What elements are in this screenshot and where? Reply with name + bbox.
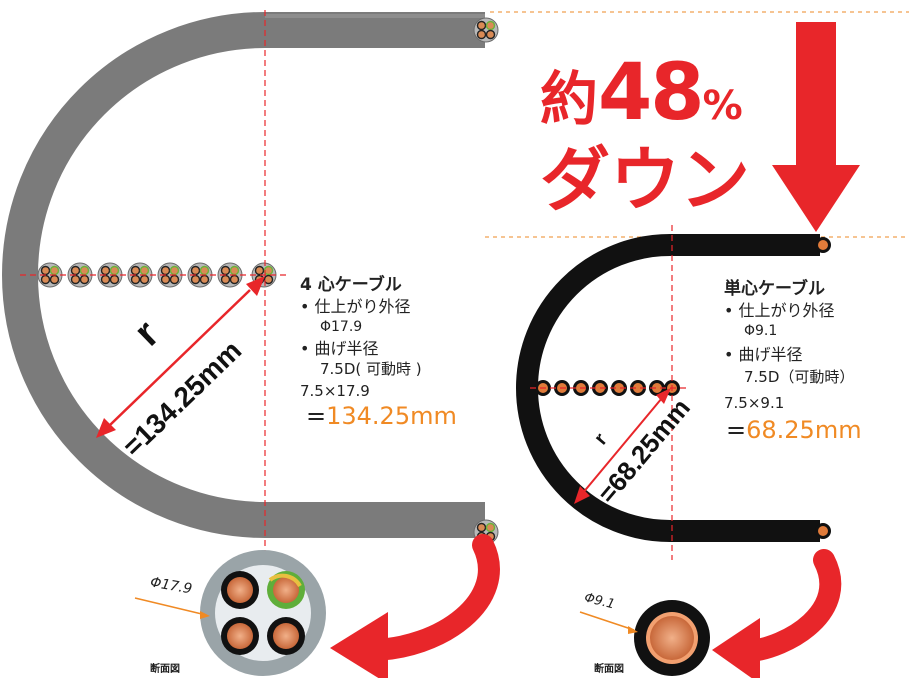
four-core-outer-label: • 仕上がり外径 bbox=[300, 297, 411, 316]
single-core-equals: = bbox=[726, 416, 747, 444]
single-core-formula: 7.5×9.1 bbox=[724, 394, 785, 412]
cable-end-top-right bbox=[815, 237, 831, 253]
four-core-result: =134.25mm bbox=[306, 402, 457, 430]
percent-sign: % bbox=[702, 83, 743, 129]
radius-r-right: r bbox=[590, 429, 612, 449]
single-core-title: 単心ケーブル bbox=[724, 279, 825, 299]
cable-end-top-left bbox=[473, 17, 499, 43]
curved-arrow-right bbox=[712, 549, 842, 678]
diameter-pointer-left bbox=[134, 597, 207, 616]
single-core-outer-label: • 仕上がり外径 bbox=[724, 301, 835, 320]
single-core-bend-label: • 曲げ半径 bbox=[724, 345, 803, 364]
single-core-result-value: 68.25mm bbox=[746, 416, 862, 444]
single-core-outer-value: Φ9.1 bbox=[744, 323, 778, 339]
four-core-title: 4 心ケーブル bbox=[300, 275, 402, 295]
percent-number: 48 bbox=[598, 48, 705, 138]
radius-arrow-left bbox=[96, 276, 265, 438]
radius-value-right: =68.25mm bbox=[592, 393, 696, 509]
four-core-outer-value: Φ17.9 bbox=[320, 319, 363, 335]
four-core-equals: = bbox=[306, 402, 327, 430]
single-core-cross-section bbox=[634, 600, 710, 676]
down-text: ダウン bbox=[540, 139, 750, 221]
four-core-section-label: 断面図 bbox=[150, 664, 180, 675]
radius-r-left: r bbox=[126, 312, 168, 354]
four-core-bend-label: • 曲げ半径 bbox=[300, 339, 379, 358]
cable-end-bottom-right bbox=[815, 523, 831, 539]
single-core-section-row bbox=[535, 380, 680, 396]
single-core-result: =68.25mm bbox=[726, 416, 862, 444]
four-core-bend-value: 7.5D( 可動時 ) bbox=[320, 360, 422, 378]
four-core-cross-section bbox=[200, 550, 326, 676]
radius-arrow-right bbox=[574, 388, 671, 504]
reduction-arrow bbox=[772, 22, 860, 232]
four-core-result-value: 134.25mm bbox=[326, 402, 457, 430]
four-core-formula: 7.5×17.9 bbox=[300, 382, 370, 400]
approx-text: 約 bbox=[540, 65, 599, 133]
single-core-section-label: 断面図 bbox=[594, 664, 624, 675]
diameter-pointer-right bbox=[579, 611, 635, 631]
curved-arrow-left bbox=[330, 534, 500, 678]
reduction-headline: 約48% bbox=[540, 48, 743, 138]
single-core-bend-value: 7.5D（可動時） bbox=[744, 368, 855, 386]
single-core-cable bbox=[516, 234, 820, 542]
